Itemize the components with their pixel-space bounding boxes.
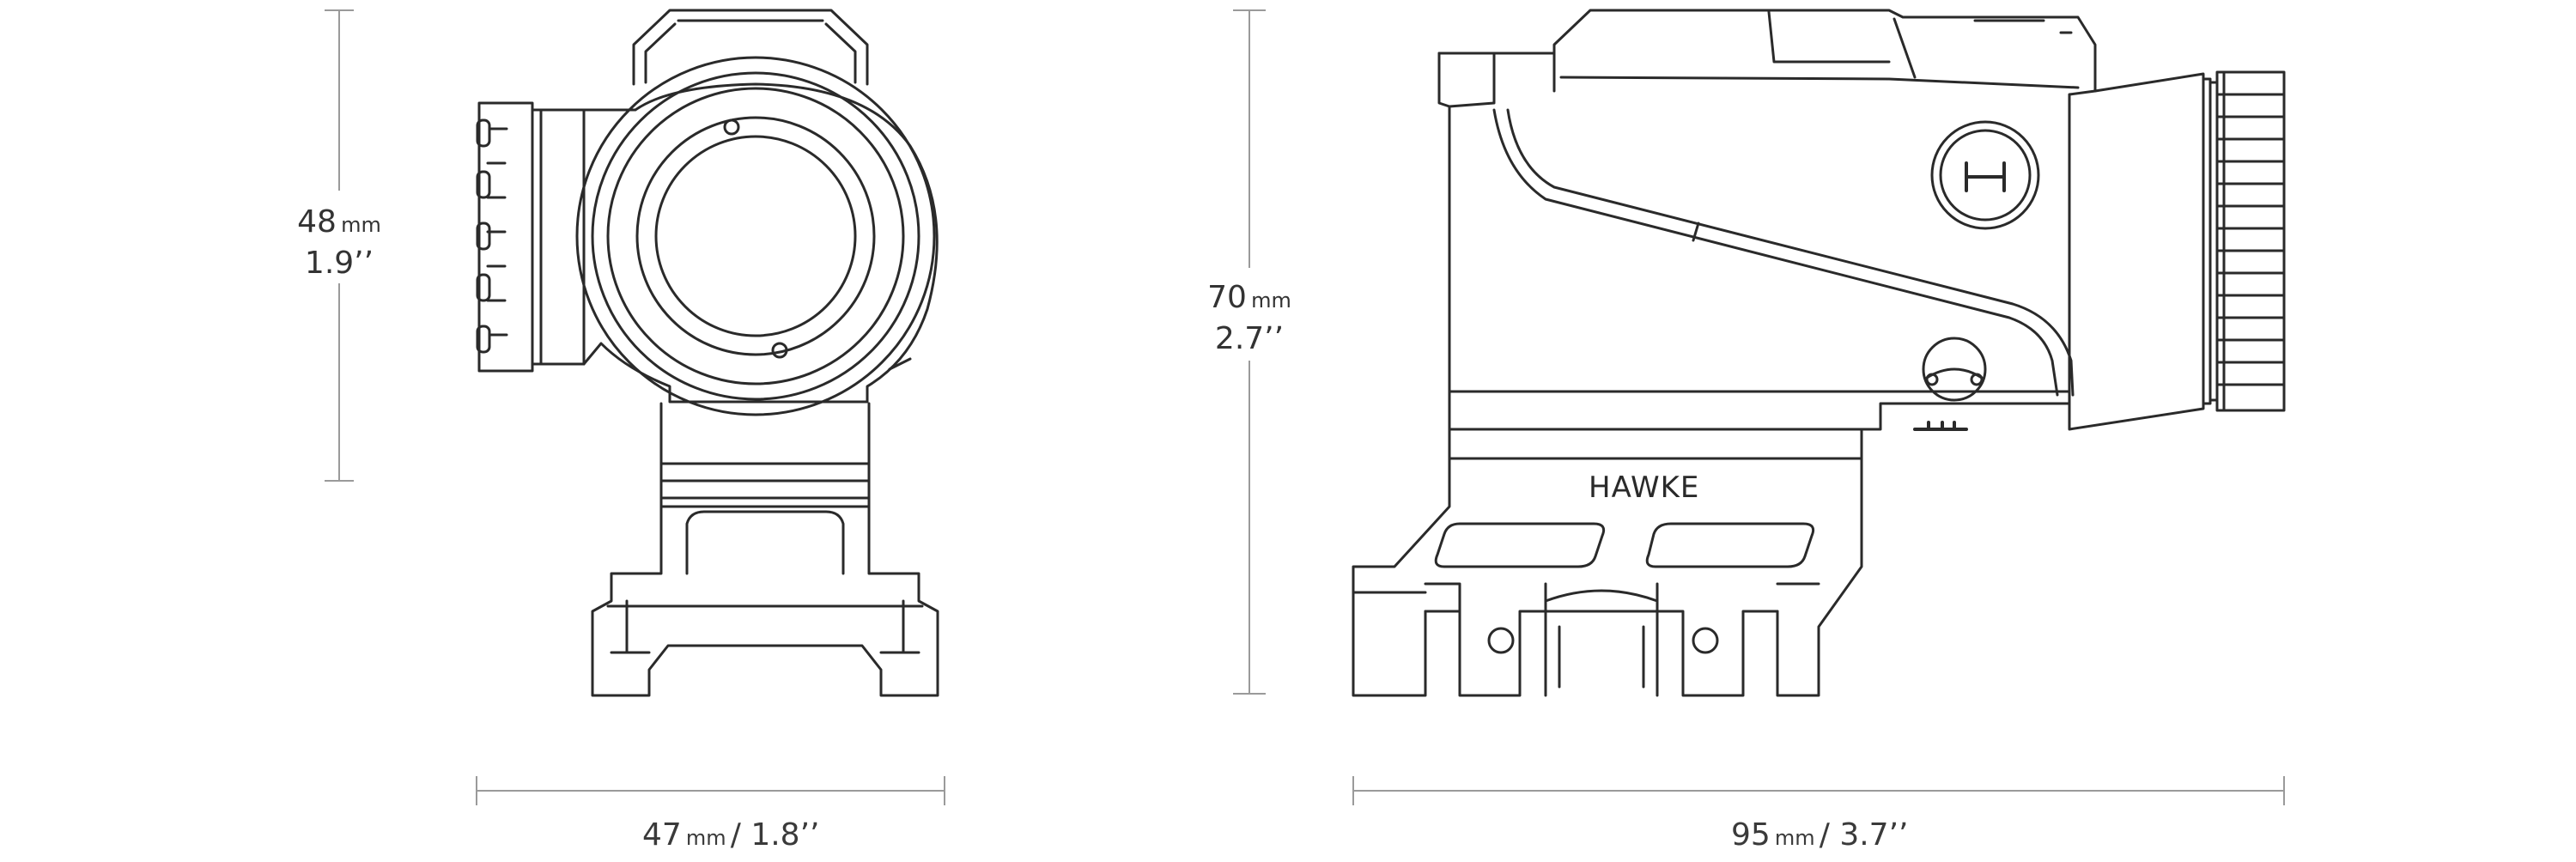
front-width-label: 47 mm / 1.8’’ [642, 817, 819, 853]
side-eyepiece-taper [2068, 72, 2205, 431]
side-length-imperial: / 3.7’’ [1819, 817, 1909, 853]
side-length-dim-line [1352, 776, 2285, 805]
front-width-value: 47 [642, 817, 682, 853]
side-mount-cutout-right [1645, 522, 1815, 568]
side-top-housing [1552, 9, 2097, 93]
side-length-unit: mm [1774, 826, 1815, 850]
front-body-outline [582, 82, 939, 404]
front-rail-base [591, 505, 939, 697]
front-height-imperial: 1.9’’ [304, 246, 374, 281]
front-height-dim-line [325, 9, 354, 482]
hawke-logo: HAWKE [1589, 470, 1700, 505]
side-adjust-dial [1930, 120, 2040, 230]
front-lens [654, 135, 857, 337]
side-knurled-ring [2208, 70, 2286, 412]
side-battery-cap [1922, 337, 1987, 402]
side-length-value: 95 [1731, 817, 1771, 853]
side-height-imperial: 2.7’’ [1214, 321, 1285, 356]
dimension-lines [325, 9, 2285, 805]
front-height-unit: mm [341, 213, 381, 237]
side-view [1352, 9, 2286, 697]
front-lens-ring-outer [575, 56, 936, 416]
side-height-value: 70 [1207, 280, 1247, 315]
side-main-body [1437, 52, 2097, 431]
side-sweep-band [1492, 108, 2059, 397]
front-side-knob [476, 101, 586, 373]
front-width-unit: mm [685, 826, 726, 850]
side-height-unit: mm [1251, 288, 1291, 313]
front-height-label: 48 mm 1.9’’ [275, 204, 404, 282]
front-mount-neck [659, 402, 871, 483]
front-top-turret [632, 9, 869, 86]
side-height-dim-line [1233, 9, 1266, 695]
side-mount-cutout-left [1434, 522, 1606, 568]
front-height-value: 48 [297, 204, 337, 240]
side-height-label: 70 mm 2.7’’ [1185, 280, 1314, 357]
front-width-dim-line [476, 776, 945, 805]
side-length-label: 95 mm / 3.7’’ [1731, 817, 1908, 853]
front-width-imperial: / 1.8’’ [730, 817, 820, 853]
side-mount [1352, 428, 1863, 697]
front-view [476, 9, 939, 697]
